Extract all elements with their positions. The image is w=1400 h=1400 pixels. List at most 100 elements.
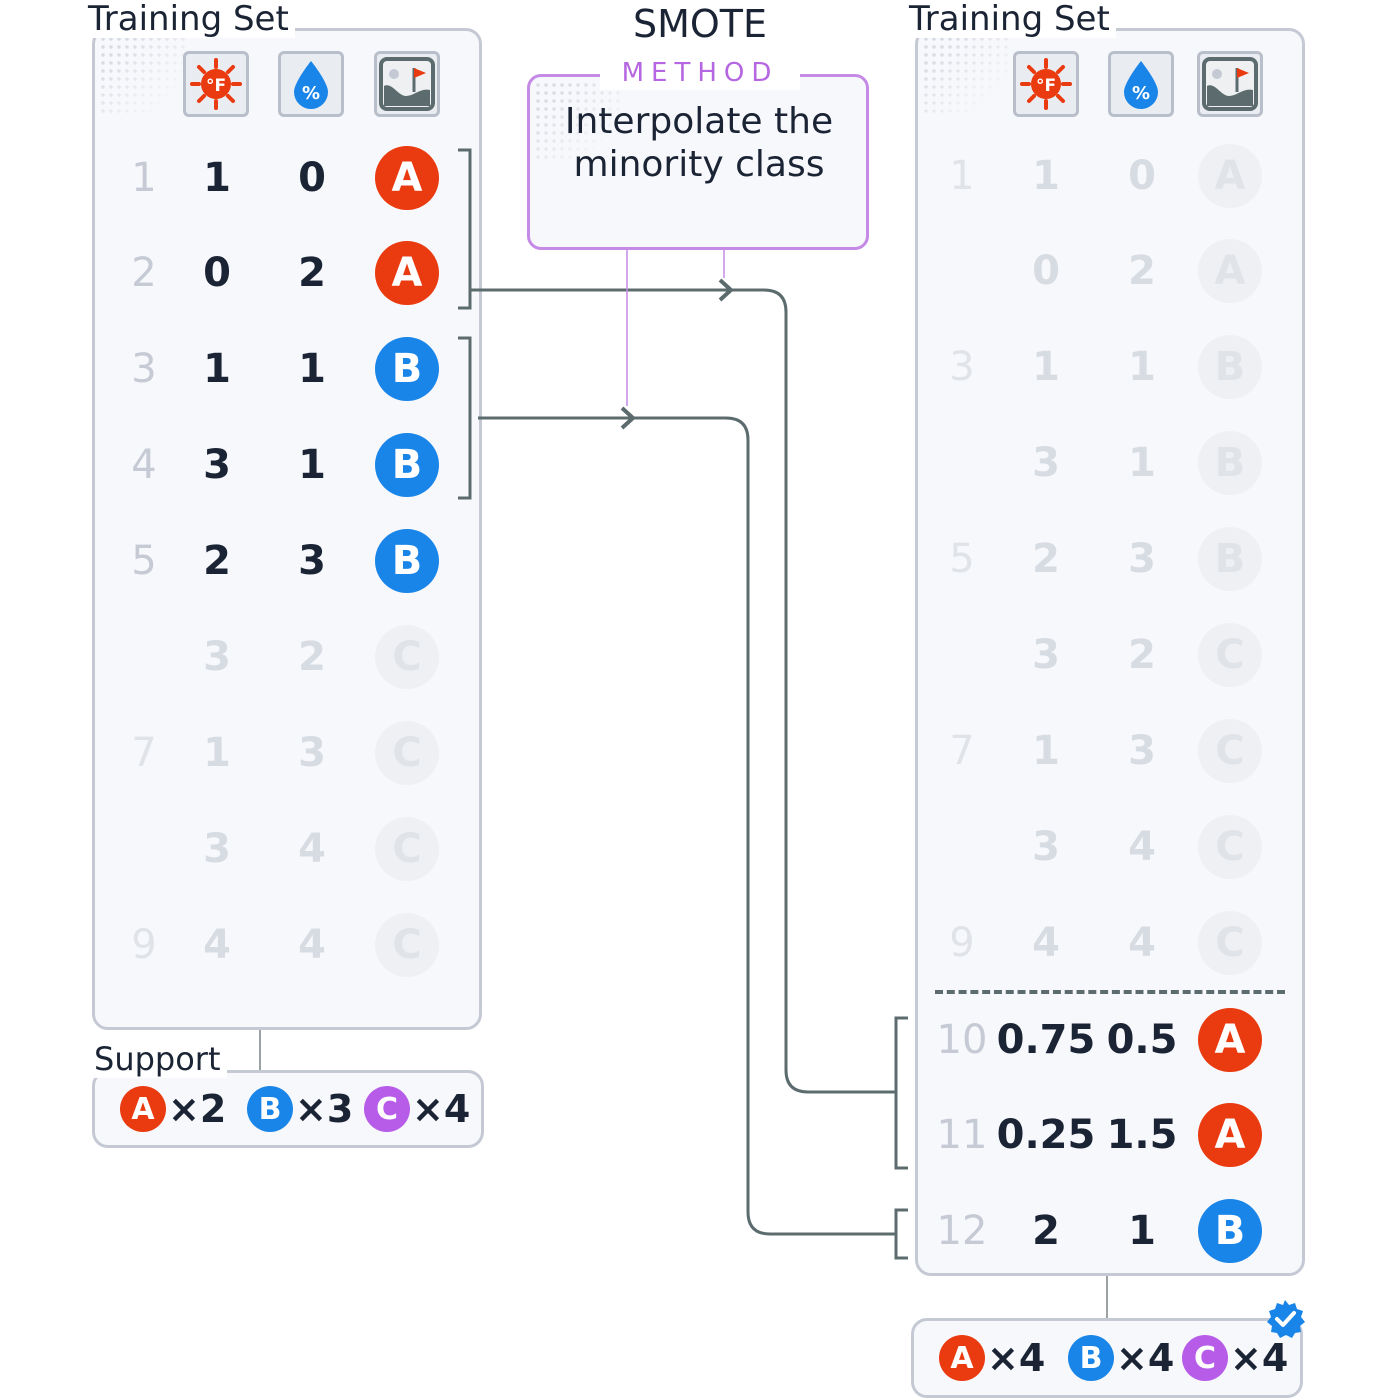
- temperature-value: 1: [203, 730, 231, 776]
- temperature-value: 0.75: [996, 1017, 1096, 1063]
- row-number: 4: [131, 442, 157, 488]
- verified-check-icon: [1264, 1298, 1306, 1340]
- row-number: 1: [131, 155, 157, 201]
- synthetic-divider: [935, 990, 1285, 994]
- humidity-value: 4: [1128, 824, 1156, 870]
- temperature-value: 1: [1032, 344, 1060, 390]
- svg-text:°F: °F: [206, 76, 226, 96]
- temperature-value: 3: [203, 826, 231, 872]
- row-number: 7: [131, 730, 157, 776]
- humidity-value: 2: [1128, 248, 1156, 294]
- class-badge-a: A: [1198, 1103, 1262, 1167]
- temperature-value: 1: [1032, 728, 1060, 774]
- row-number: 11: [936, 1112, 988, 1158]
- class-badge-a: A: [120, 1086, 166, 1132]
- temperature-value: 3: [203, 634, 231, 680]
- golf-icon: [374, 51, 440, 117]
- humidity-value: 3: [298, 538, 326, 584]
- support-item-a: A×2: [120, 1086, 226, 1132]
- humidity-value: 1: [1128, 440, 1156, 486]
- left-panel-title: Training Set: [82, 0, 295, 38]
- temperature-value: 2: [203, 538, 231, 584]
- class-badge-a: A: [1198, 1008, 1262, 1072]
- humidity-value: 1: [298, 346, 326, 392]
- humidity-value: 0: [298, 155, 326, 201]
- temperature-value: 3: [1032, 824, 1060, 870]
- method-description: Interpolate the minority class: [564, 101, 834, 185]
- temperature-value: 2: [1032, 1208, 1060, 1254]
- method-label: METHOD: [600, 56, 800, 90]
- class-badge-a: A: [939, 1335, 985, 1381]
- class-badge-b: B: [1198, 527, 1262, 591]
- support-count: ×3: [295, 1087, 354, 1131]
- class-badge-c: C: [1198, 623, 1262, 687]
- class-badge-c: C: [375, 817, 439, 881]
- temperature-icon: °F: [1013, 51, 1079, 117]
- class-badge-c: C: [364, 1086, 410, 1132]
- svg-text:%: %: [1132, 83, 1150, 104]
- support-count: ×4: [987, 1336, 1046, 1380]
- humidity-value: 4: [1128, 920, 1156, 966]
- humidity-value: 1: [1128, 344, 1156, 390]
- temperature-value: 1: [203, 155, 231, 201]
- temperature-value: 3: [1032, 632, 1060, 678]
- humidity-value: 2: [298, 250, 326, 296]
- class-badge-c: C: [375, 625, 439, 689]
- temperature-value: 2: [1032, 536, 1060, 582]
- class-badge-c: C: [1198, 719, 1262, 783]
- row-number: 3: [131, 346, 157, 392]
- support-count: ×4: [412, 1087, 471, 1131]
- humidity-value: 1: [1128, 1208, 1156, 1254]
- right-panel-title: Training Set: [903, 0, 1116, 38]
- class-badge-c: C: [375, 721, 439, 785]
- class-badge-a: A: [1198, 239, 1262, 303]
- class-badge-b: B: [247, 1086, 293, 1132]
- humidity-value: 0.5: [1106, 1017, 1178, 1063]
- humidity-value: 2: [1128, 632, 1156, 678]
- humidity-icon: %: [278, 51, 344, 117]
- support-item-b: B×4: [1068, 1335, 1174, 1381]
- humidity-value: 3: [298, 730, 326, 776]
- row-number: 10: [936, 1017, 988, 1063]
- row-number: 2: [131, 250, 157, 296]
- svg-text:°F: °F: [1036, 76, 1056, 96]
- row-number: 7: [949, 728, 975, 774]
- humidity-value: 1: [298, 442, 326, 488]
- class-badge-a: A: [375, 146, 439, 210]
- method-box: [527, 74, 869, 250]
- humidity-value: 2: [298, 634, 326, 680]
- temperature-value: 4: [1032, 920, 1060, 966]
- row-number: 5: [131, 538, 157, 584]
- row-number: 9: [131, 922, 157, 968]
- class-badge-b: B: [1198, 1199, 1262, 1263]
- humidity-value: 4: [298, 922, 326, 968]
- smote-title: SMOTE: [632, 2, 768, 46]
- temperature-value: 3: [203, 442, 231, 488]
- temperature-value: 1: [1032, 153, 1060, 199]
- support-count: ×4: [1116, 1336, 1175, 1380]
- humidity-icon: %: [1108, 51, 1174, 117]
- temperature-value: 0: [203, 250, 231, 296]
- class-badge-a: A: [375, 241, 439, 305]
- humidity-value: 3: [1128, 728, 1156, 774]
- temperature-value: 4: [203, 922, 231, 968]
- support-item-a: A×4: [939, 1335, 1045, 1381]
- class-badge-c: C: [1182, 1335, 1228, 1381]
- humidity-value: 3: [1128, 536, 1156, 582]
- humidity-value: 4: [298, 826, 326, 872]
- class-badge-a: A: [1198, 144, 1262, 208]
- class-badge-c: C: [1198, 815, 1262, 879]
- golf-icon: [1197, 51, 1263, 117]
- temperature-value: 0.25: [996, 1112, 1096, 1158]
- row-number: 1: [949, 153, 975, 199]
- humidity-value: 0: [1128, 153, 1156, 199]
- row-number: 5: [949, 536, 975, 582]
- support-label: Support: [88, 1040, 227, 1078]
- support-item-c: C×4: [364, 1086, 470, 1132]
- row-number: 12: [936, 1208, 988, 1254]
- row-number: 9: [949, 920, 975, 966]
- class-badge-b: B: [1068, 1335, 1114, 1381]
- support-count: ×2: [168, 1087, 227, 1131]
- class-badge-c: C: [1198, 911, 1262, 975]
